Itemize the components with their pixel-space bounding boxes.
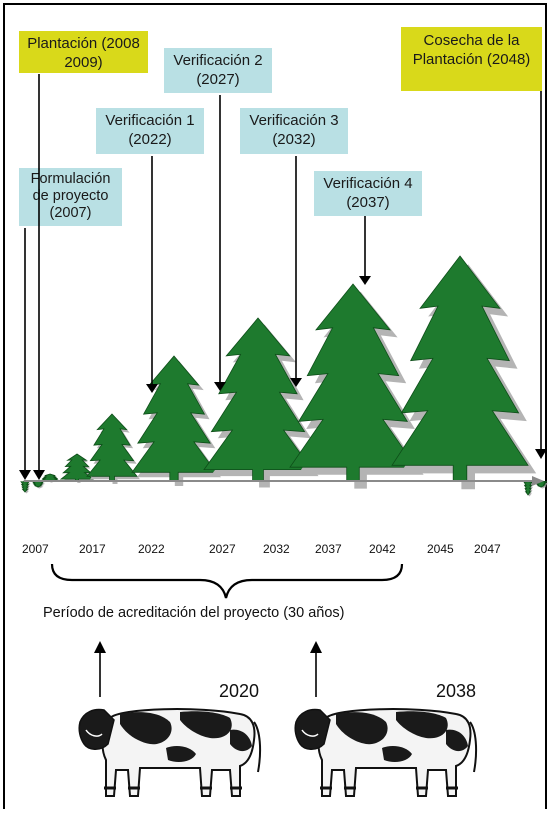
verificacion-4-arrowhead bbox=[359, 276, 371, 285]
year-label: 2037 bbox=[315, 542, 342, 556]
tree bbox=[40, 473, 60, 482]
formulacion-arrowhead bbox=[19, 470, 31, 480]
tree bbox=[289, 283, 417, 482]
year-label: 2045 bbox=[427, 542, 454, 556]
diagram-frame bbox=[3, 3, 547, 809]
cattle-2038-arrowhead bbox=[310, 641, 322, 653]
crediting-period-label: Período de acreditación del proyecto (30… bbox=[43, 605, 344, 621]
cosecha-label: Cosecha de la Plantación (2048) bbox=[401, 27, 542, 91]
timeline-axis-arrowhead bbox=[532, 476, 544, 486]
cattle-year-label: 2038 bbox=[436, 681, 476, 701]
year-label: 2027 bbox=[209, 542, 236, 556]
verificacion-3-arrowhead bbox=[290, 378, 302, 387]
cattle-illustrations bbox=[78, 708, 478, 797]
plantacion-arrowhead bbox=[33, 470, 45, 480]
formulacion-label: Formulación de proyecto (2007) bbox=[19, 168, 122, 226]
tree bbox=[391, 255, 529, 482]
year-label: 2032 bbox=[263, 542, 290, 556]
verificacion-2-label: Verificación 2 (2027) bbox=[164, 48, 272, 93]
cosecha-arrowhead bbox=[535, 449, 547, 459]
timeline-year-labels: 2007 2017 2022 2027 2032 2037 2042 2045 … bbox=[22, 542, 501, 556]
tree-growth-sequence bbox=[20, 255, 549, 497]
verificacion-2-arrowhead bbox=[214, 382, 226, 391]
plantacion-label: Plantación (2008 2009) bbox=[19, 31, 148, 73]
year-label: 2022 bbox=[138, 542, 165, 556]
verificacion-1-arrowhead bbox=[146, 384, 158, 393]
year-label: 2017 bbox=[79, 542, 106, 556]
crediting-period-brace bbox=[50, 563, 404, 599]
verificacion-4-label: Verificación 4 (2037) bbox=[314, 171, 422, 216]
year-label: 2042 bbox=[369, 542, 396, 556]
verificacion-3-label: Verificación 3 (2032) bbox=[240, 108, 348, 154]
cow-illustration bbox=[294, 708, 478, 797]
cattle-2020-arrowhead bbox=[94, 641, 106, 653]
year-label: 2047 bbox=[474, 542, 501, 556]
milestone-arrows bbox=[19, 74, 547, 480]
cow-illustration bbox=[78, 708, 262, 797]
cattle-year-label: 2020 bbox=[219, 681, 259, 701]
verificacion-1-label: Verificación 1 (2022) bbox=[96, 108, 204, 154]
year-label: 2007 bbox=[22, 542, 49, 556]
